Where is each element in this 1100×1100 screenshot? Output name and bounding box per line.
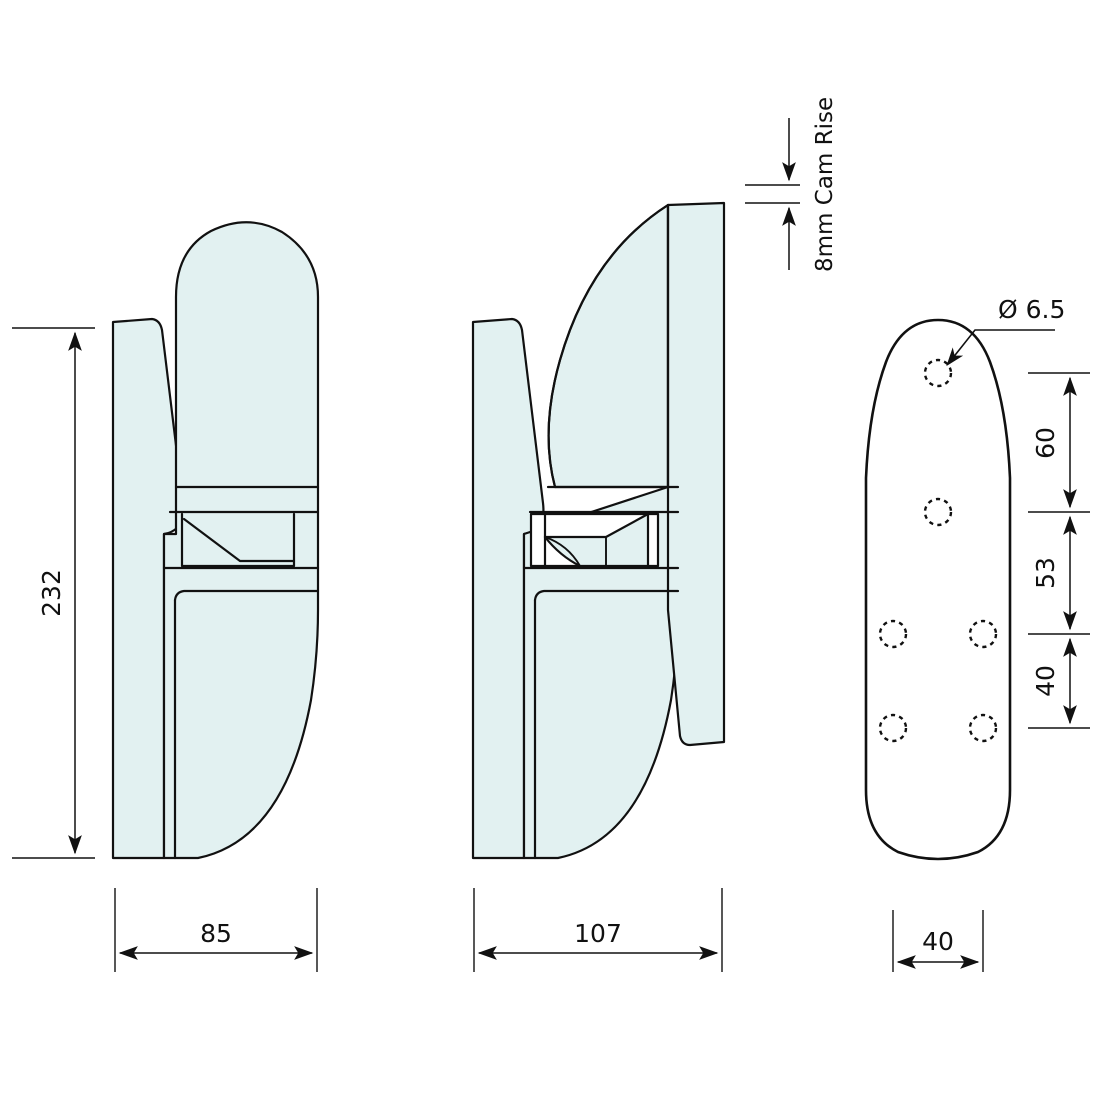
hole-lower-right-icon	[968, 619, 998, 649]
callout-cam-rise: 8mm Cam Rise	[745, 97, 838, 272]
left-view-cam-ramp	[182, 517, 296, 563]
dimension-plate-width: 40	[892, 910, 984, 972]
dim-label-85: 85	[200, 919, 232, 948]
callout-hole-diameter: Ø 6.5	[946, 295, 1065, 367]
left-view-lower-step	[173, 589, 320, 602]
dimension-overall-height: 232	[12, 327, 95, 859]
dim-label-60: 60	[1031, 427, 1060, 459]
view-plan-plate	[864, 318, 1012, 861]
hole-top-icon	[923, 358, 953, 388]
mid-view-lower-step	[533, 589, 680, 602]
mid-view-glass-leaf	[666, 201, 726, 747]
dim-label-40h: 40	[1031, 665, 1060, 697]
hole-bottom-left-icon	[878, 713, 908, 743]
hole-bottom-right-icon	[968, 713, 998, 743]
hole-middle-icon	[923, 497, 953, 527]
leader-line-diameter	[946, 329, 1055, 367]
dim-label-232: 232	[37, 569, 66, 617]
dim-label-40w: 40	[922, 927, 954, 956]
dim-label-107: 107	[574, 919, 622, 948]
plan-plate-outline	[864, 318, 1012, 861]
hole-lower-left-icon	[878, 619, 908, 649]
note-label-cam-rise: 8mm Cam Rise	[812, 97, 838, 272]
plan-plate-hole-group	[878, 358, 998, 743]
dimension-closed-depth: 85	[114, 888, 318, 972]
dimension-open-depth: 107	[473, 888, 723, 972]
view-side-elevation-closed	[111, 221, 320, 860]
dimension-hole-ladder: 60 53 40	[1028, 372, 1090, 729]
view-side-elevation-open	[471, 201, 726, 860]
dim-label-53: 53	[1031, 557, 1060, 589]
left-view-main-body	[162, 221, 320, 860]
mid-view-cam-detail-c	[544, 536, 581, 567]
left-view-cam-cavity	[180, 512, 296, 568]
dim-label-diameter: Ø 6.5	[998, 295, 1065, 324]
mid-view-body-arc-edge	[547, 203, 670, 489]
